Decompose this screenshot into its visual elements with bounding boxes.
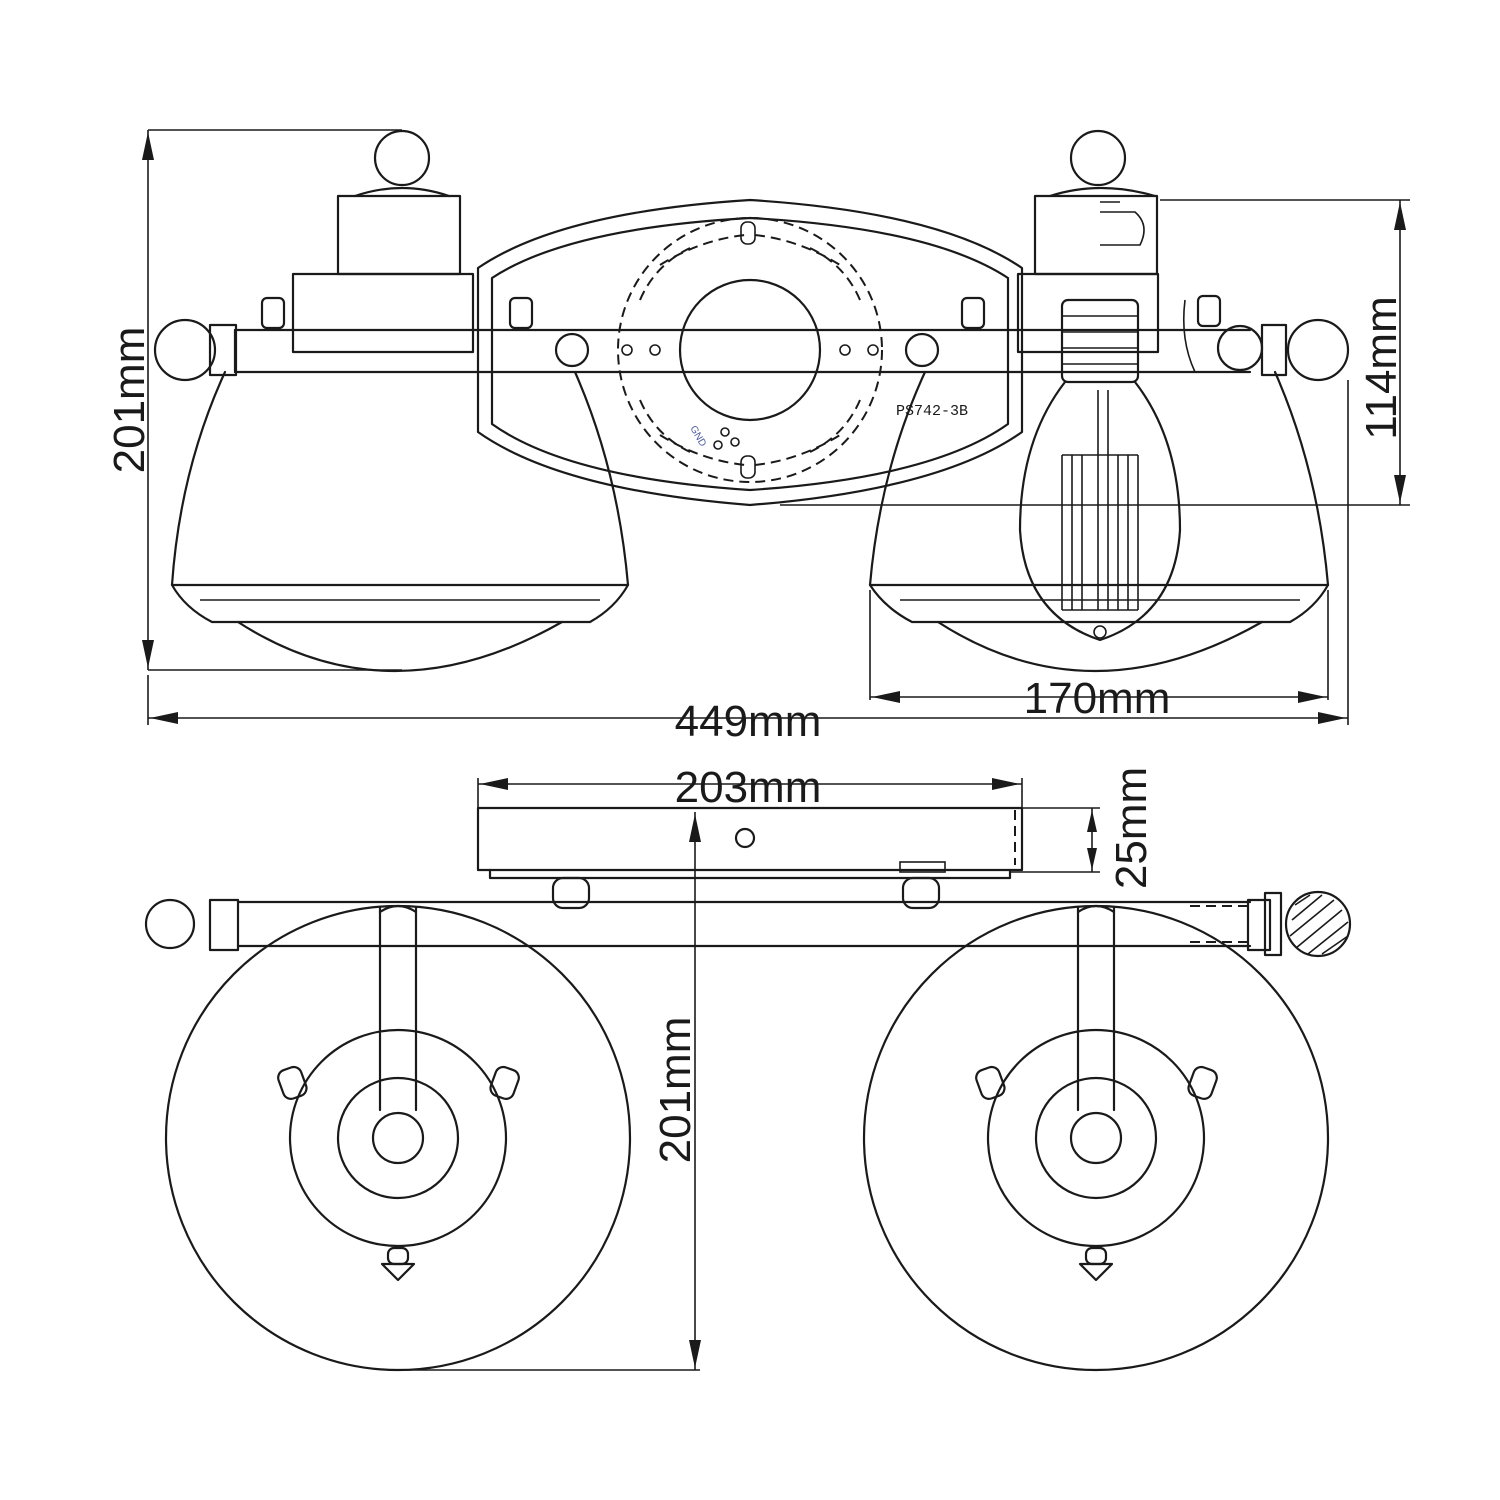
bulb bbox=[1018, 298, 1182, 642]
right-shade bbox=[868, 299, 1330, 672]
left-collar bbox=[291, 272, 475, 354]
shade-width-label: 170mm bbox=[1024, 674, 1171, 723]
left-shade bbox=[170, 370, 630, 672]
top-arm-bar bbox=[144, 890, 1352, 958]
part-number-label: PS742-3B bbox=[896, 403, 968, 420]
total-width-label: 449mm bbox=[675, 697, 822, 746]
backplate-height-label: 114mm bbox=[1357, 296, 1406, 439]
left-top-finial bbox=[336, 129, 462, 276]
right-end-knob bbox=[1286, 318, 1350, 382]
dim-total-width: 449mm bbox=[147, 380, 1349, 746]
dim-shade-width: 170mm bbox=[869, 590, 1329, 723]
backplate-width-label: 203mm bbox=[675, 763, 822, 812]
right-shade-top bbox=[862, 904, 1330, 1372]
top-view: 203mm 25mm 201mm bbox=[144, 763, 1352, 1372]
dim-backplate-width: 203mm bbox=[477, 763, 1023, 812]
dim-front-height: 201mm bbox=[105, 129, 402, 671]
left-shade-top bbox=[164, 904, 632, 1372]
right-side-knob bbox=[1216, 324, 1264, 372]
gnd-label: GND bbox=[687, 424, 708, 449]
right-collar bbox=[1016, 272, 1160, 354]
top-backplate bbox=[476, 806, 1024, 910]
right-top-finial bbox=[1033, 129, 1159, 276]
backplate-depth-label: 25mm bbox=[1107, 767, 1156, 889]
front-view: GND PS742-3B bbox=[105, 129, 1410, 746]
dim-backplate-height: 114mm bbox=[780, 199, 1410, 506]
dim-backplate-depth: 25mm bbox=[1010, 767, 1156, 889]
dim-top-depth: 201mm bbox=[398, 812, 701, 1371]
top-depth-label: 201mm bbox=[651, 1017, 700, 1164]
front-backplate: GND PS742-3B bbox=[476, 198, 1024, 507]
left-end-knob bbox=[153, 318, 217, 382]
arm-screws bbox=[260, 294, 1222, 330]
front-height-label: 201mm bbox=[105, 327, 154, 474]
front-arm-bar bbox=[208, 323, 1288, 377]
